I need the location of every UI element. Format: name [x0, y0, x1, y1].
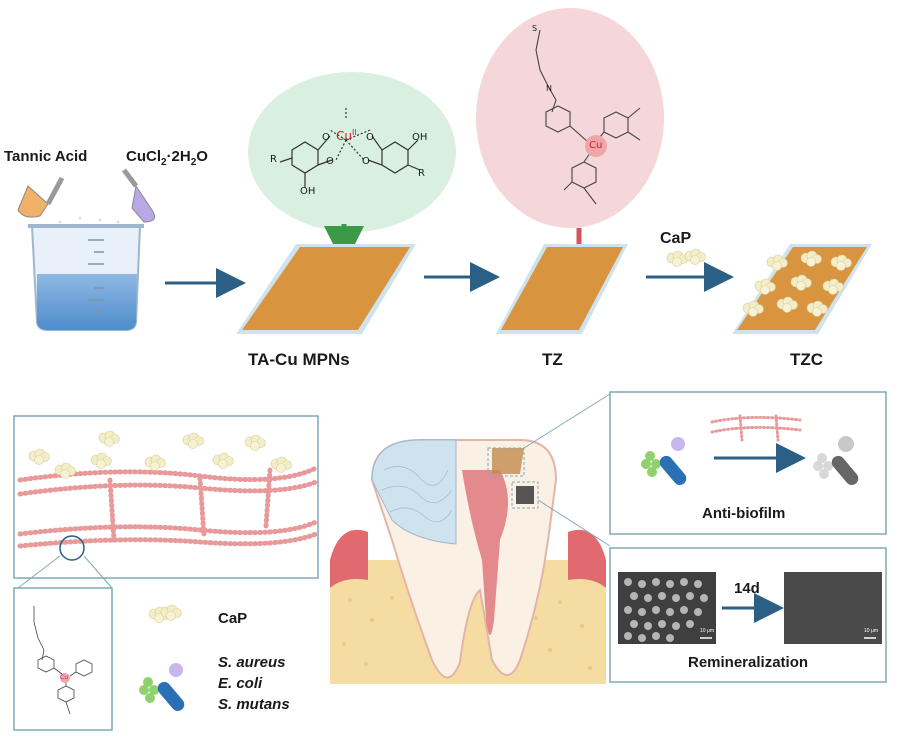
- legend-bacteria-1: S. aureus: [218, 654, 286, 671]
- scale-bar-after: 10 μm: [864, 628, 878, 634]
- molecule-box: [13, 587, 113, 731]
- ta-cu-structure: [279, 108, 421, 188]
- r-label-1: R: [270, 154, 277, 165]
- n-label: N: [546, 84, 552, 93]
- stage-label-tzc: TZC: [790, 350, 824, 369]
- legend-bacteria-icon: [139, 663, 187, 714]
- o-label-3: O: [366, 132, 374, 143]
- ta-cu-bubble: [248, 72, 456, 232]
- r-label-2: R: [418, 168, 425, 179]
- sem-after: [784, 572, 882, 644]
- remineral-label: Remineralization: [688, 654, 809, 671]
- small-molecule: [33, 606, 93, 715]
- cu-label: Cu: [589, 140, 603, 151]
- scale-bar-before: 10 μm: [700, 628, 714, 634]
- stage-label-tz: TZ: [542, 350, 563, 369]
- cap-arrow-label: CaP: [660, 230, 692, 247]
- o-label-1: O: [322, 132, 330, 143]
- beaker-icon: [28, 224, 144, 331]
- tannic-acid-label: Tannic Acid: [4, 148, 88, 165]
- remineral-time-label: 14d: [734, 580, 760, 597]
- cu-small-label: Cu: [60, 674, 68, 681]
- fiber-panel: [13, 415, 319, 579]
- oh-label-1: OH: [412, 132, 428, 143]
- tooth-illustration: [330, 439, 606, 684]
- s-label: S: [532, 24, 538, 33]
- sem-before: [618, 572, 716, 644]
- antibiofilm-label: Anti-biofilm: [702, 505, 786, 522]
- legend-bacteria-3: S. mutans: [218, 696, 290, 713]
- legend-cap-label: CaP: [218, 610, 248, 627]
- o-label-2: O: [326, 156, 334, 167]
- pipette-right-icon: [122, 168, 156, 223]
- stage-label-ta-cu: TA-Cu MPNs: [248, 350, 350, 369]
- cu-ii-label: CuII: [336, 128, 357, 143]
- cucl2-label: CuCl2·2H2O: [126, 148, 208, 168]
- oh-label-2: OH: [300, 186, 316, 197]
- zoom-circle: [59, 535, 85, 561]
- tz-structure: [535, 29, 641, 205]
- legend-bacteria-2: E. coli: [218, 675, 263, 692]
- panel-fiber: [710, 414, 802, 442]
- pipette-left-icon: [17, 176, 65, 218]
- plate-ta-cu: [236, 244, 416, 334]
- plate-tz: [496, 244, 628, 334]
- cu-center-dot: [585, 135, 607, 157]
- cap-cluster-arrow: [666, 250, 688, 267]
- dead-bacteria-icon: [813, 436, 859, 485]
- o-label-4: O: [362, 156, 370, 167]
- plate-tzc: [732, 244, 872, 334]
